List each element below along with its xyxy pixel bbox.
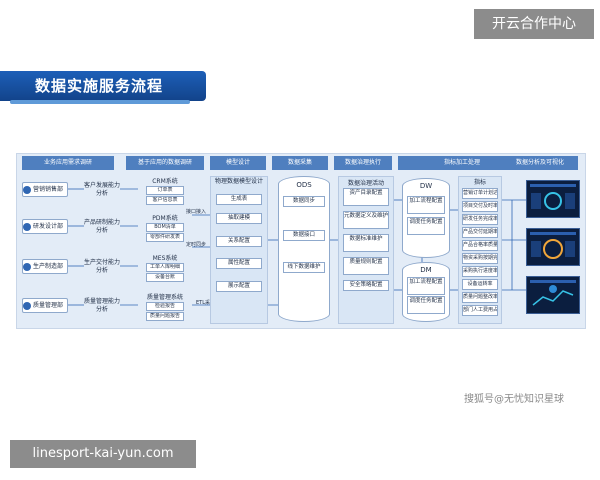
department-icon (23, 262, 31, 271)
ods-item: 数据接口 (283, 230, 325, 241)
system-mes-name: MES系统 (152, 255, 178, 262)
system-crm-item: 客户信息表 (146, 196, 184, 205)
page-title: 数据实施服务流程 (35, 77, 164, 95)
dashboard-chart-icon (530, 280, 576, 306)
indicator-item: 产品交付延期率 (462, 227, 498, 238)
dm-item: 加工流程配置 (407, 277, 445, 295)
system-crm: CRM系统 订单表 客户信息表 (138, 176, 192, 206)
indicator-item: 营销订单计划达成率 (462, 188, 498, 199)
governance-item: 资产目录配置 (343, 188, 389, 206)
governance-item: 数据标准维护 (343, 234, 389, 252)
indicator-item: 物资采购按期完成率 (462, 253, 498, 264)
dept-sales: 营销销售部 (22, 182, 68, 197)
indicator-item: 设备运转率 (462, 279, 498, 290)
indicator-item: 质量问题整改率 (462, 292, 498, 303)
dept-production-label: 生产制造部 (33, 263, 64, 270)
column-header-governance: 数据治理执行 (334, 156, 392, 170)
dm-title: DM (420, 266, 432, 274)
dept-quality-label: 质量管理部 (33, 302, 64, 309)
column-header-business-research: 业务应用需求调研 (22, 156, 114, 170)
dept-rnd-label: 研发设计部 (33, 223, 64, 230)
dashboard-chart-icon (530, 232, 576, 259)
brand-label: 开云合作中心 (474, 9, 594, 39)
indicator-item: 项目交付及时率 (462, 201, 498, 212)
model-item: 生成表 (216, 194, 262, 205)
model-title: 物理数据模型设计 (214, 178, 263, 185)
system-mes-item: 工单人库明细 (146, 263, 184, 272)
page-title-bar: 数据实施服务流程 (0, 71, 206, 101)
department-icon (23, 222, 31, 231)
system-pdm-item: 零部件研发表 (146, 233, 184, 242)
model-item: 属性配置 (216, 258, 262, 269)
governance-item: 质量规则配置 (343, 257, 389, 275)
dm-item: 调度任务配置 (407, 296, 445, 314)
model-item: 抽取建模 (216, 213, 262, 224)
system-crm-item: 订单表 (146, 186, 184, 195)
ods-item: 数据同步 (283, 196, 325, 207)
dashboard-thumbnail-3 (526, 276, 580, 314)
governance-title: 数据治理活动 (347, 180, 384, 187)
ods-item: 线下数据维护 (283, 262, 325, 273)
column-header-visualization: 数据分析及可视化 (502, 156, 578, 170)
title-underline (10, 100, 190, 104)
governance-item: 安全策略配置 (343, 280, 389, 291)
dashboard-thumbnail-1 (526, 180, 580, 218)
department-icon (23, 301, 31, 310)
dept-quality: 质量管理部 (22, 298, 68, 313)
system-mes: MES系统 工单人库明细 设备台账 (138, 253, 192, 283)
model-item: 展示配置 (216, 281, 262, 292)
indicator-item: 部门人工费用占比 (462, 305, 498, 316)
dw-title: DW (419, 182, 433, 190)
arrow-label-etl: ETL采集 (196, 300, 215, 306)
column-header-data-collection: 数据采集 (272, 156, 328, 170)
governance-item: 元数据定义及维护 (343, 211, 389, 229)
analysis-quality: 质量管理能力分析 (84, 298, 121, 313)
indicator-item: 研发任务完成率 (462, 214, 498, 225)
dept-rnd: 研发设计部 (22, 219, 68, 234)
footer-url: linesport-kai-yun.com (10, 440, 196, 468)
watermark-text: 搜狐号@无忧知识星球 (464, 394, 564, 405)
dept-sales-label: 营销销售部 (33, 186, 64, 193)
analysis-product: 产品研制能力分析 (84, 219, 121, 234)
system-pdm-name: PDM系统 (152, 215, 178, 222)
column-header-model-design: 模型设计 (210, 156, 266, 170)
dw-item: 调度任务配置 (407, 217, 445, 235)
dashboard-thumbnail-2 (526, 228, 580, 266)
department-icon (23, 185, 31, 194)
dw-item: 加工流程配置 (407, 196, 445, 214)
column-header-data-research: 基于应用的数据调研 (126, 156, 204, 170)
indicator-title: 指标 (473, 179, 486, 186)
system-crm-name: CRM系统 (152, 178, 178, 185)
system-quality: 质量管理系统 检验报告 质量问题报告 (138, 292, 192, 322)
analysis-delivery: 生产交付能力分析 (84, 259, 121, 274)
system-quality-item: 检验报告 (146, 302, 184, 311)
ods-title: ODS (296, 181, 312, 189)
dept-production: 生产制造部 (22, 259, 68, 274)
system-pdm-item: BOM清单 (146, 223, 184, 232)
column-header-indicator-processing: 指标加工处理 (398, 156, 526, 170)
dashboard-chart-icon (530, 184, 576, 210)
model-item: 关系配置 (216, 236, 262, 247)
system-pdm: PDM系统 BOM清单 零部件研发表 (138, 213, 192, 243)
indicator-item: 产品合格率质量合格率 (462, 240, 498, 251)
analysis-customer: 客户发展能力分析 (84, 182, 121, 197)
arrow-label-interface: 接口接入 (186, 209, 207, 215)
system-quality-name: 质量管理系统 (146, 294, 183, 301)
indicator-item: 采购执行进度率 (462, 266, 498, 277)
arrow-label-sync: 定时同步 (186, 242, 207, 248)
system-quality-item: 质量问题报告 (146, 312, 184, 321)
system-mes-item: 设备台账 (146, 273, 184, 282)
